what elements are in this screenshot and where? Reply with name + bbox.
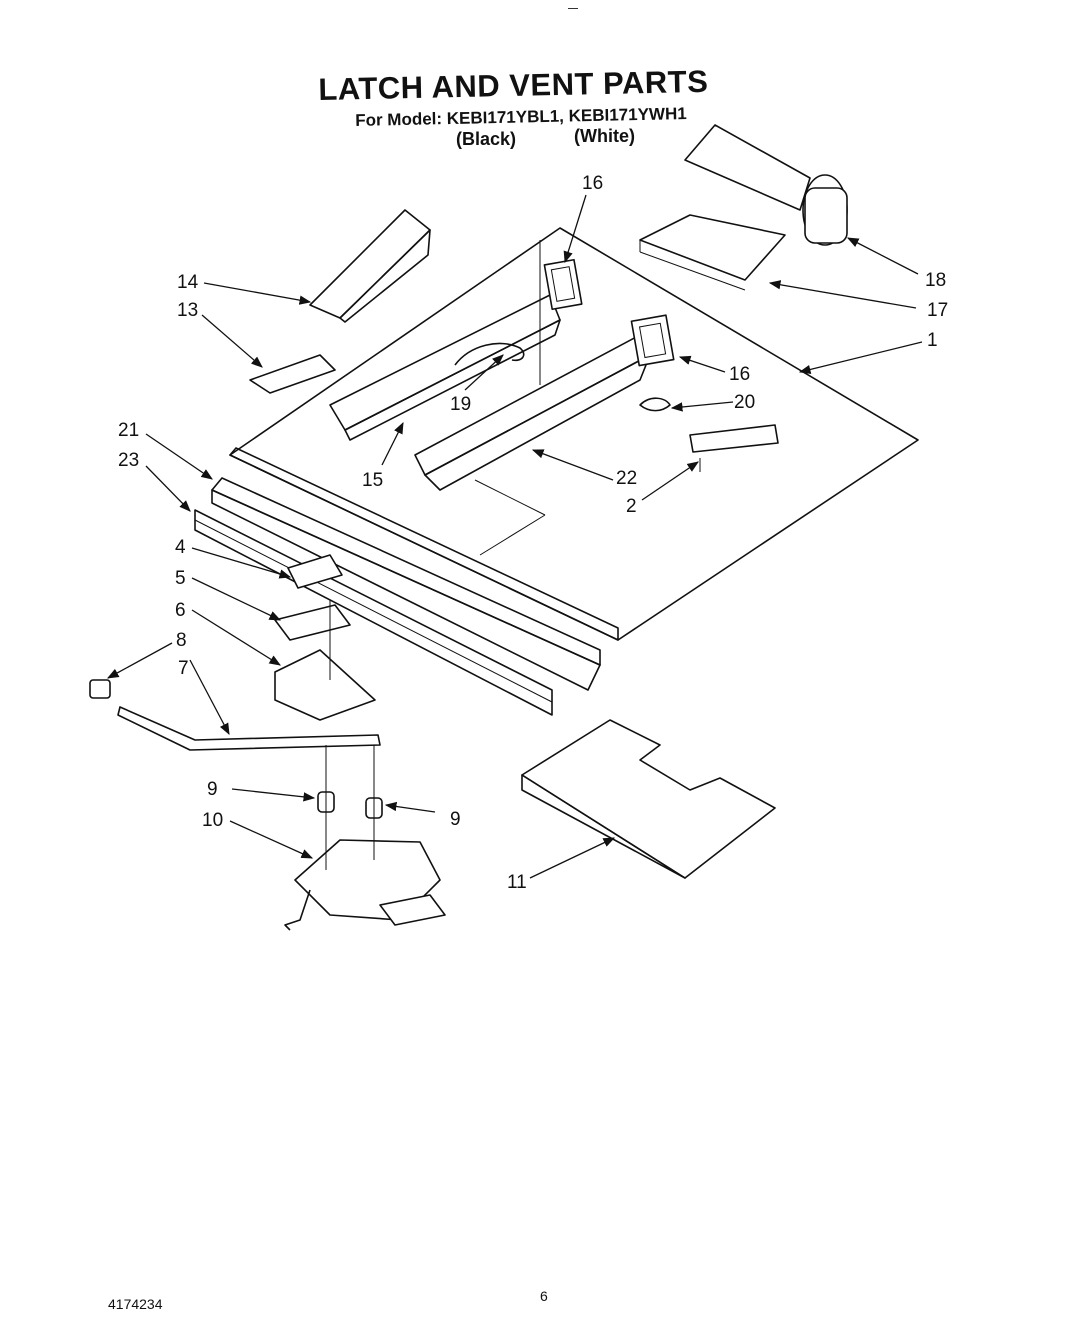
callout-7: 7 (178, 658, 189, 679)
part-17-mount-plate (639, 214, 786, 291)
callout-20: 20 (734, 392, 755, 413)
callout-4: 4 (175, 537, 186, 558)
callout-16-lower: 16 (729, 364, 750, 385)
part-16-gasket-lower (630, 314, 675, 367)
callout-9-left: 9 (207, 779, 218, 800)
callout-9-right: 9 (450, 809, 461, 830)
part-8-bumper (89, 679, 111, 699)
part-6-latch-bracket (274, 649, 376, 721)
callout-15: 15 (362, 470, 383, 491)
part-4-switch (287, 554, 343, 589)
callout-13: 13 (177, 300, 198, 321)
part-15-duct (329, 294, 561, 441)
color-label-black: (Black) (456, 129, 517, 149)
part-10-latch-assembly (284, 839, 446, 931)
part-16-gasket-upper (543, 258, 583, 311)
part-11-cover-plate (521, 719, 776, 879)
part-20-clip (639, 397, 671, 412)
callout-16-upper: 16 (582, 173, 603, 194)
part-19-hose (454, 342, 525, 366)
color-label-white: (White) (574, 126, 635, 146)
callout-1: 1 (927, 330, 938, 351)
callout-17: 17 (927, 300, 948, 321)
callout-labels: 1 2 4 5 6 7 8 9 9 10 11 13 14 15 16 16 1… (118, 173, 948, 893)
callout-11: 11 (507, 872, 527, 893)
part-2-terminal-block (689, 424, 779, 472)
callout-21: 21 (118, 420, 139, 441)
document-number: 4174234 (108, 1296, 163, 1312)
callout-10: 10 (202, 810, 223, 831)
part-23-front-strip (194, 509, 553, 716)
part-14-vent-channel (309, 209, 431, 323)
callout-8: 8 (176, 630, 187, 651)
callout-6: 6 (175, 600, 186, 621)
part-1-panel (229, 227, 919, 641)
part-5-shield (274, 604, 351, 641)
page-number: 6 (540, 1288, 548, 1304)
callout-18: 18 (925, 270, 946, 291)
leader-lines (106, 194, 923, 879)
part-7-latch-arm (117, 706, 381, 751)
callout-5: 5 (175, 568, 186, 589)
part-21-front-rail (211, 477, 601, 691)
callout-22: 22 (616, 468, 637, 489)
callout-2: 2 (626, 496, 637, 517)
callout-14: 14 (177, 272, 199, 293)
callout-23: 23 (118, 450, 139, 471)
page-corner-mark (568, 8, 578, 9)
callout-19: 19 (450, 394, 471, 415)
part-18-blower-motor (684, 124, 848, 246)
part-13-bracket (249, 354, 336, 394)
